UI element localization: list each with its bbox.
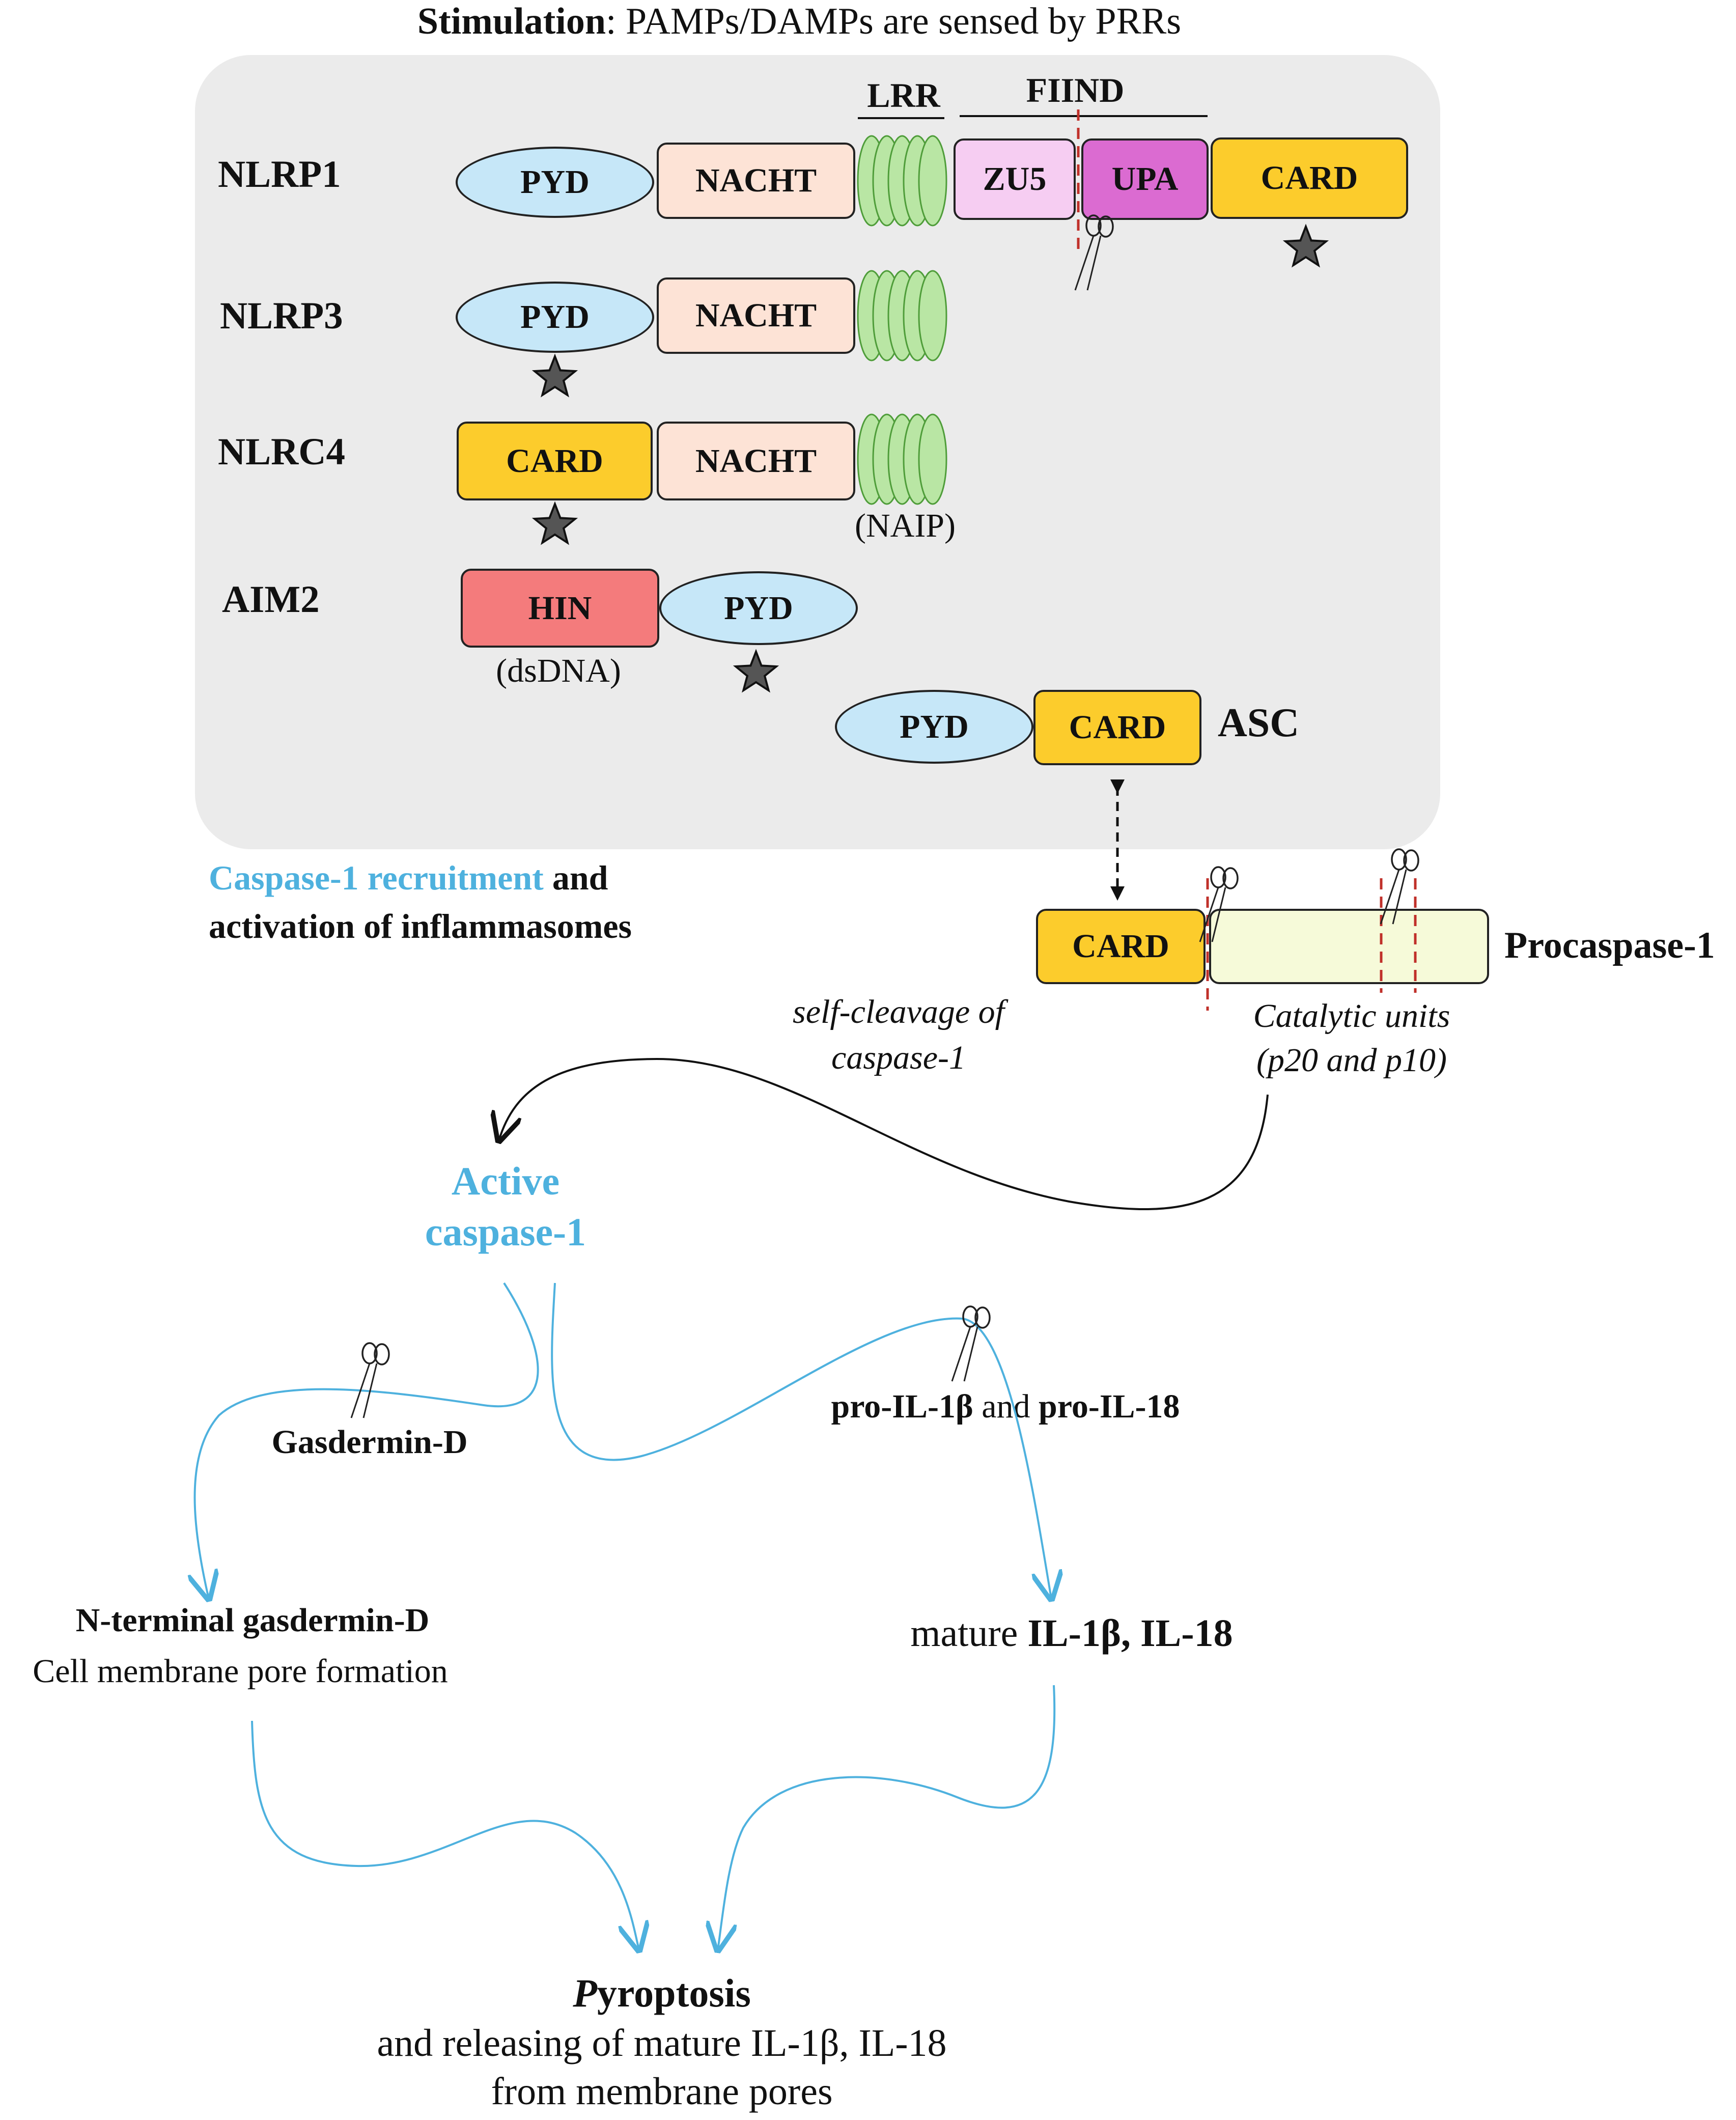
self-cleavage-line2: caspase-1: [831, 1039, 966, 1076]
recruitment-highlight: Caspase-1 recruitment: [209, 858, 544, 897]
nlrp1-card-star-icon: [1284, 226, 1327, 266]
pyroptosis-title: Pyroptosis: [573, 1970, 751, 2016]
nlrc4-naip-note: (NAIP): [855, 507, 956, 544]
mature-il-to-pyroptosis-arrow: [718, 1685, 1056, 1950]
procaspase-card-domain: CARD: [1036, 909, 1206, 984]
procaspase-scissors-icon-2: [1380, 848, 1419, 925]
aim2-dsdna-note: (dsDNA): [496, 652, 621, 689]
recruitment-rest: and: [543, 858, 608, 897]
nlrp3-nacht-domain: NACHT: [657, 277, 855, 354]
aim2-pyd-star-icon: [735, 651, 777, 691]
catalytic-units-line1: Catalytic units: [1253, 997, 1450, 1035]
gasdermin-scissors-icon: [350, 1342, 390, 1419]
catalytic-units-line2: (p20 and p10): [1256, 1042, 1447, 1079]
fiind-header: FIIND: [1026, 71, 1125, 109]
pore-to-pyroptosis-arrow: [251, 1720, 639, 1950]
mature-il-label: mature IL-1β, IL-18: [910, 1611, 1233, 1656]
pore-formation-label: Cell membrane pore formation: [33, 1653, 448, 1690]
nlrp1-lrr-domain: [857, 135, 947, 227]
nlrp1-card-domain: CARD: [1211, 137, 1408, 219]
nlrp1-nacht-domain: NACHT: [657, 143, 855, 219]
aim2-pyd-domain: PYD: [659, 571, 858, 645]
active-caspase-line2: caspase-1: [425, 1210, 586, 1254]
active-caspase-line1: Active: [451, 1159, 560, 1203]
nlrc4-card-domain: CARD: [457, 422, 653, 500]
gasdermin-d-label: Gasdermin-D: [271, 1424, 468, 1461]
aim2-hin-domain: HIN: [461, 569, 659, 648]
procaspase-catalytic-domain: [1209, 909, 1489, 984]
nlrp1-zu5-domain: ZU5: [954, 138, 1076, 220]
nlrc4-lrr-domain: [857, 413, 947, 505]
pyroptosis-initial: P: [573, 1971, 597, 2015]
nlrp3-pyd-star-icon: [534, 355, 576, 396]
asc-card-domain: CARD: [1033, 690, 1201, 765]
recruitment-line1: Caspase-1 recruitment and: [209, 858, 608, 898]
pyroptosis-line2: and releasing of mature IL-1β, IL-18: [377, 2022, 947, 2065]
nlrp1-pyd-domain: PYD: [456, 147, 654, 218]
nlrp3-lrr-domain: [857, 270, 947, 361]
nlrp3-pyd-domain: PYD: [456, 282, 654, 353]
procaspase-scissors-icon-1: [1199, 866, 1239, 943]
pro-il-label: pro-IL-1β and pro-IL-18: [831, 1387, 1180, 1426]
asc-pyd-domain: PYD: [835, 690, 1033, 764]
nlrp1-upa-domain: UPA: [1081, 138, 1209, 220]
n-terminal-gasdermin-label: N-terminal gasdermin-D: [75, 1602, 430, 1639]
lrr-header: LRR: [867, 76, 940, 115]
self-cleavage-arrow: [499, 1057, 1269, 1211]
mature-prefix: mature: [910, 1612, 1028, 1655]
nlrp1-scissors-icon: [1074, 214, 1114, 291]
asc-label: ASC: [1218, 701, 1300, 745]
nlrc4-label: NLRC4: [218, 431, 346, 473]
nlrp1-label: NLRP1: [218, 153, 341, 196]
pro-il-and: and: [973, 1388, 1039, 1425]
recruitment-line2: activation of inflammasomes: [209, 907, 632, 945]
nlrc4-card-star-icon: [534, 503, 576, 544]
pro-il-18: pro-IL-18: [1039, 1388, 1180, 1425]
title-bold: Stimulation: [417, 1, 606, 42]
nlrp3-label: NLRP3: [220, 295, 343, 337]
mature-il-bold: IL-1β, IL-18: [1027, 1612, 1233, 1655]
title-rest: : PAMPs/DAMPs are sensed by PRRs: [605, 1, 1182, 42]
aim2-label: AIM2: [222, 578, 320, 621]
diagram-title: Stimulation: PAMPs/DAMPs are sensed by P…: [417, 0, 1181, 43]
procaspase-label: Procaspase-1: [1504, 925, 1715, 966]
pro-il-1b: pro-IL-1β: [831, 1388, 973, 1425]
caspase-to-gasdermin-arrow: [195, 1282, 539, 1599]
caspase-to-mature-il-arrow: [551, 1282, 1051, 1599]
nlrc4-nacht-domain: NACHT: [657, 422, 855, 500]
self-cleavage-line1: self-cleavage of: [793, 993, 1004, 1030]
pyroptosis-rest: yroptosis: [597, 1971, 751, 2015]
pyroptosis-line3: from membrane pores: [491, 2070, 833, 2113]
